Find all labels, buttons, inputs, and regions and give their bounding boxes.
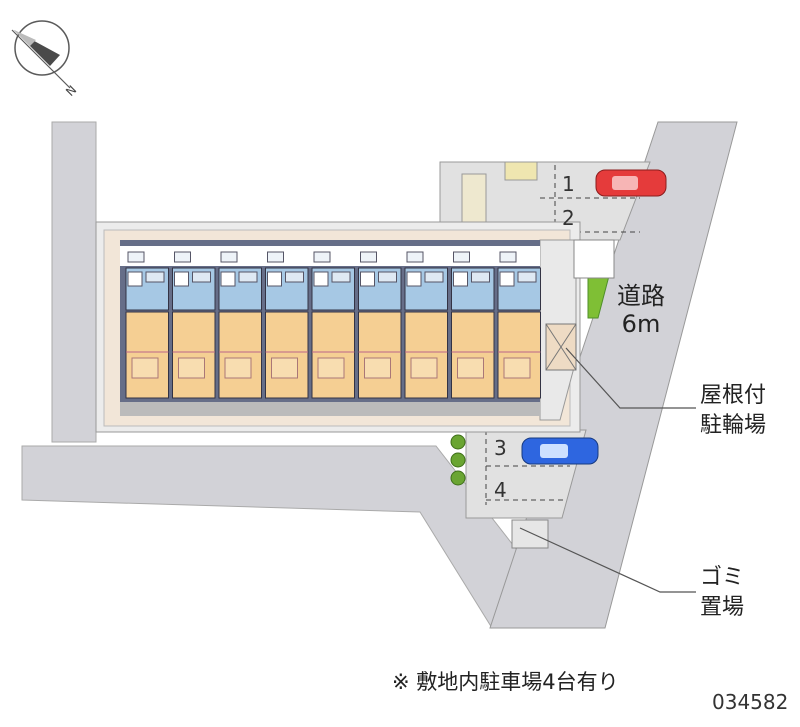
parking-slot-1: 1 <box>562 172 575 196</box>
trash-area-label-line2: 置場 <box>700 595 745 620</box>
parking-lot <box>439 161 651 549</box>
parking-slot-3: 3 <box>494 436 507 460</box>
road-label: 道路 <box>617 282 665 310</box>
blue-car-icon <box>521 437 599 465</box>
bench-icon <box>504 161 538 181</box>
left-street <box>51 121 97 443</box>
leader-lines <box>519 347 696 593</box>
stair-area <box>573 239 615 279</box>
bicycle-parking-label-line1: 屋根付 <box>700 383 767 408</box>
property-id: 034582 <box>712 690 789 714</box>
apartment-unit <box>497 251 541 399</box>
trash-area-label-line1: ゴミ <box>700 565 745 590</box>
apartment-building <box>120 240 541 416</box>
compass-north-letter: N <box>63 83 79 99</box>
apartment-unit <box>358 251 402 399</box>
apartment-unit <box>311 251 355 399</box>
cars <box>521 169 667 465</box>
red-car-icon <box>595 169 667 197</box>
parking-slot-4: 4 <box>494 478 507 502</box>
bicycle-parking-label-line2: 駐輪場 <box>700 413 767 438</box>
apartment-unit <box>172 251 216 399</box>
compass-icon: N <box>11 20 79 99</box>
parking-slot-2: 2 <box>562 206 575 230</box>
apartment-unit <box>125 251 169 399</box>
trees <box>450 434 466 486</box>
trash-bin-area <box>511 519 549 549</box>
parking-footnote: ※ 敷地内駐車場4台有り <box>392 670 619 694</box>
apartment-unit <box>218 251 262 399</box>
apartment-unit <box>451 251 495 399</box>
apartment-unit <box>404 251 448 399</box>
apartment-unit <box>265 251 309 399</box>
road-width: 6m <box>621 310 661 338</box>
